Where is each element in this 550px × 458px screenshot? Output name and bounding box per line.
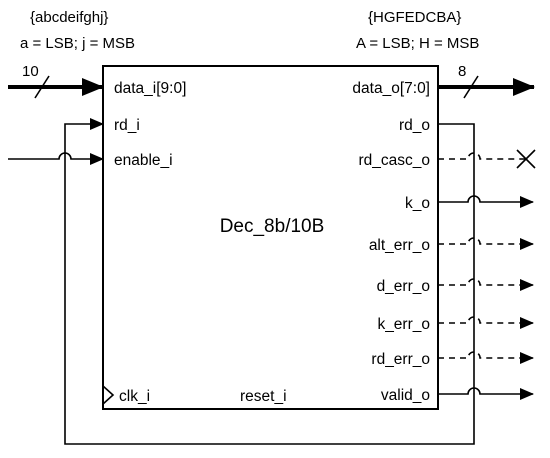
input-bus-width-label: 10: [22, 63, 39, 80]
no-connect-x-icon: [516, 149, 536, 169]
output-bit-order-label: {HGFEDCBA}: [368, 9, 461, 26]
rd-err-o-wire: [438, 351, 534, 364]
port-rd-o: rd_o: [399, 117, 430, 134]
port-enable-i: enable_i: [114, 152, 173, 169]
enable-i-wire: [8, 152, 104, 165]
port-k-err-o: k_err_o: [377, 316, 430, 333]
clock-triangle-icon: [102, 385, 115, 405]
port-clk-i: clk_i: [119, 388, 150, 405]
port-data-i: data_i[9:0]: [114, 80, 186, 97]
rd-feedback-wire: [64, 118, 475, 445]
port-rd-i: rd_i: [114, 117, 140, 134]
port-valid-o: valid_o: [381, 387, 430, 404]
rd-casc-o-wire: [438, 152, 526, 160]
data-i-bus-slash: [34, 75, 50, 99]
output-bus-width-label: 8: [458, 63, 466, 80]
input-bit-order-label: {abcdeifghj}: [30, 9, 108, 26]
output-lsb-msb-label: A = LSB; H = MSB: [356, 35, 479, 52]
port-reset-i: reset_i: [240, 388, 287, 405]
port-d-err-o: d_err_o: [377, 278, 430, 295]
d-err-o-wire: [438, 278, 534, 291]
port-data-o: data_o[7:0]: [352, 80, 430, 97]
port-alt-err-o: alt_err_o: [369, 237, 430, 254]
port-rd-casc-o: rd_casc_o: [358, 152, 430, 169]
input-lsb-msb-label: a = LSB; j = MSB: [20, 35, 135, 52]
port-rd-err-o: rd_err_o: [371, 351, 430, 368]
block-title: Dec_8b/10B: [220, 216, 325, 237]
decoder-block: [102, 65, 439, 410]
valid-o-wire: [438, 387, 534, 400]
k-o-wire: [438, 195, 534, 208]
k-err-o-wire: [438, 316, 534, 329]
data-o-bus-slash: [463, 75, 479, 99]
alt-err-o-wire: [438, 237, 534, 250]
port-k-o: k_o: [405, 195, 430, 212]
